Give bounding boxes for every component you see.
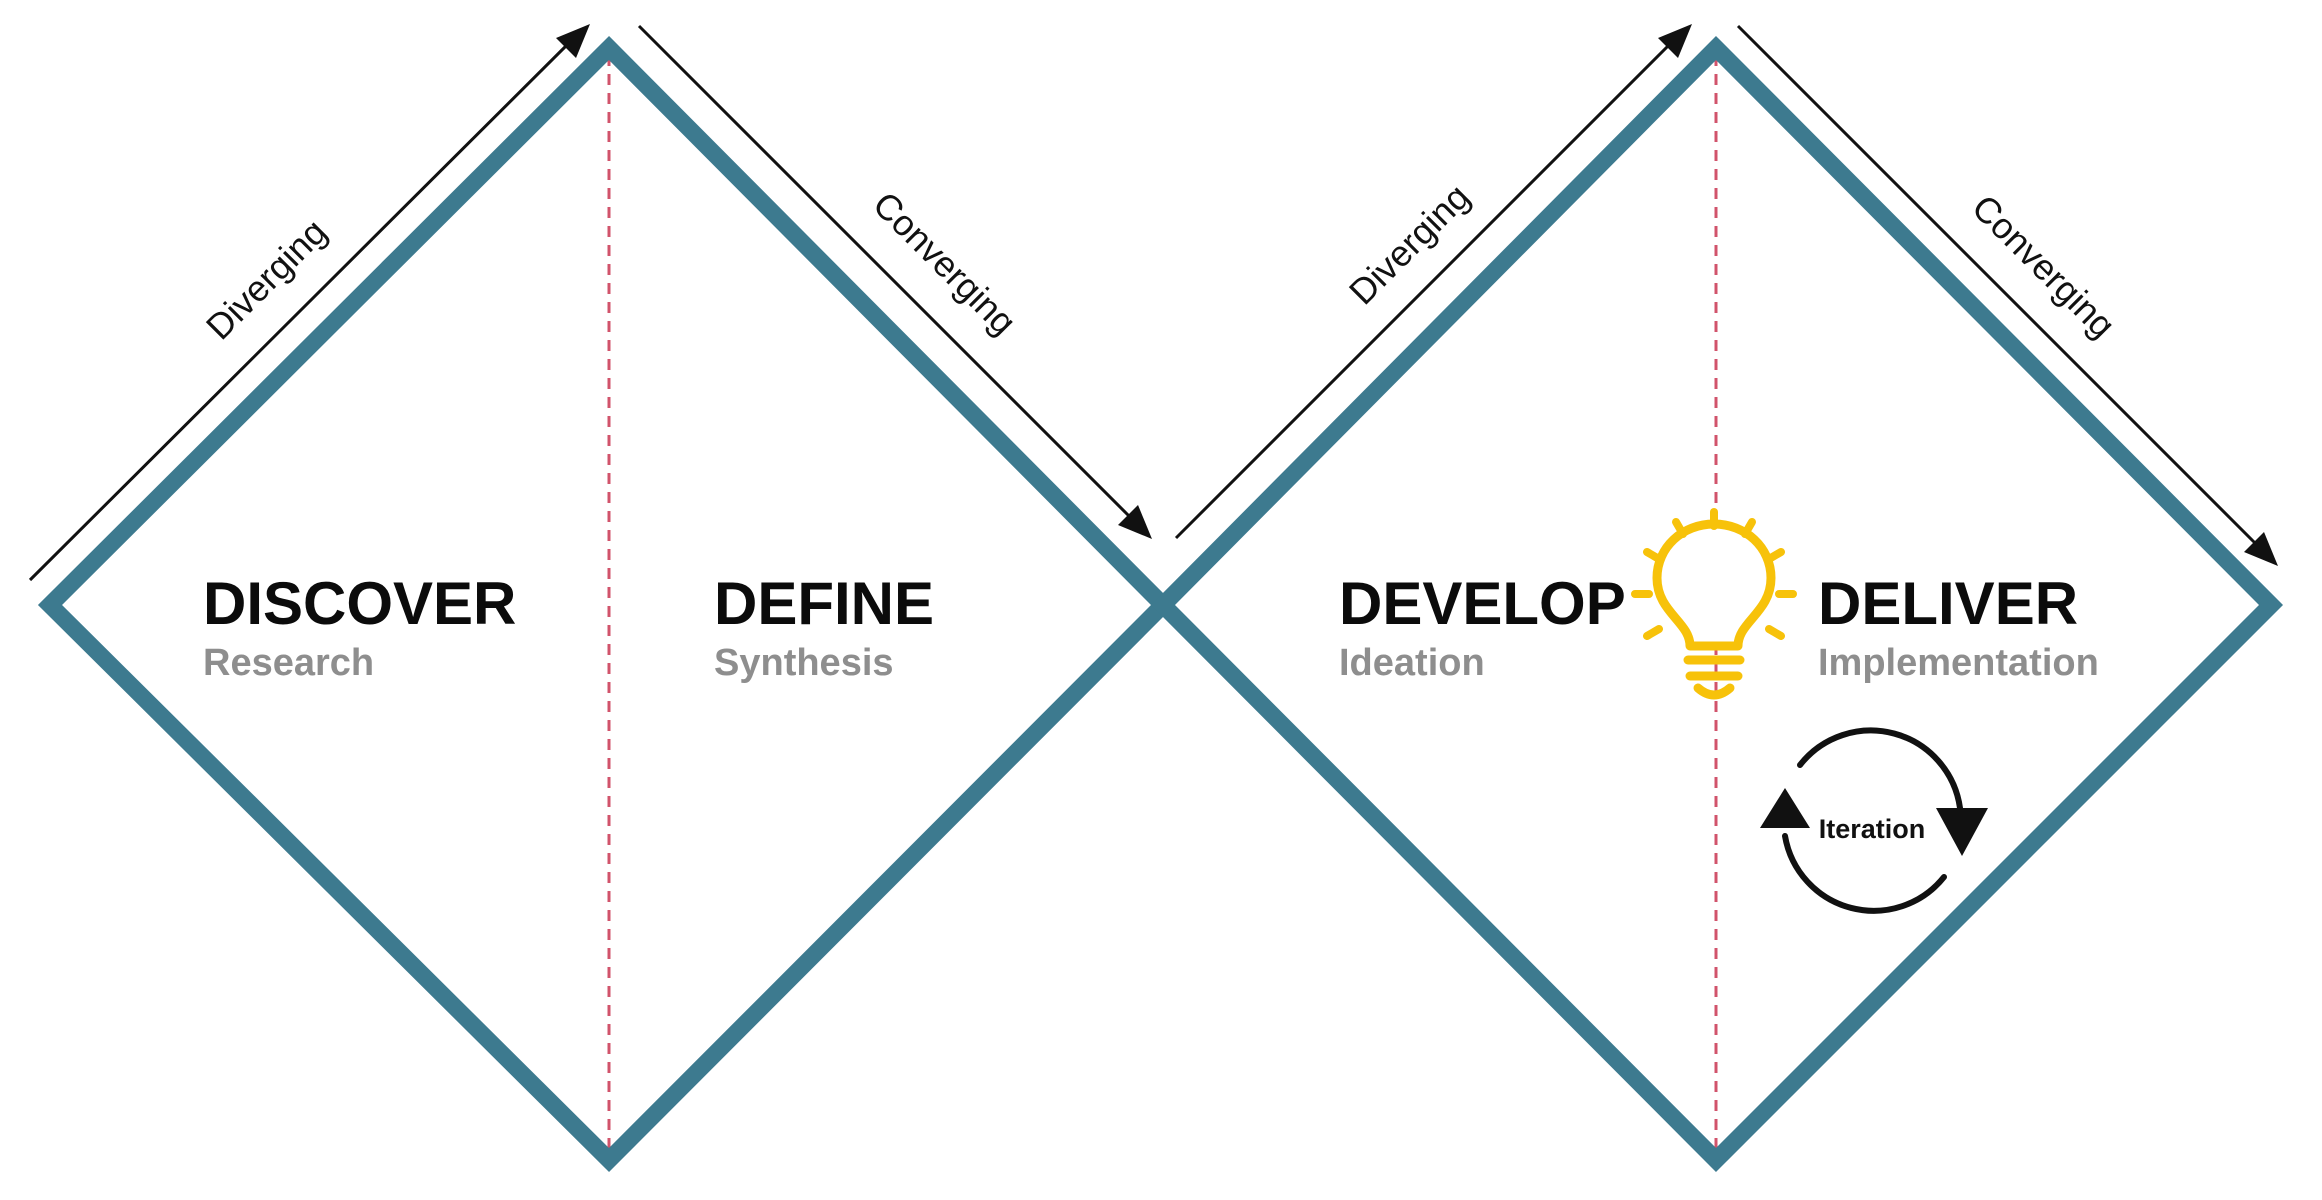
phase-subtitle-ideation: Ideation <box>1339 642 1485 684</box>
diverging-arrow <box>1174 30 1684 540</box>
diverging-arrowhead <box>1658 24 1692 58</box>
phase-title-develop: DEVELOP <box>1339 570 1626 637</box>
lightbulb-rays <box>1631 508 1797 640</box>
converging-arrowhead <box>1118 505 1152 539</box>
converging-arrow <box>1736 24 2268 556</box>
diverging-label: Diverging <box>1341 176 1478 313</box>
phase-title-define: DEFINE <box>714 570 934 637</box>
diamond-develop-deliver: Diverging Converging DEVELOP Ideation DE… <box>1151 24 2284 1173</box>
diamond-discover-define: Diverging Converging DISCOVER Research D… <box>28 24 1175 1173</box>
converging-arrowhead <box>2244 532 2278 566</box>
lightbulb-icon <box>1652 519 1776 700</box>
iteration-label: Iteration <box>1819 814 1926 844</box>
converging-arrow <box>637 24 1142 529</box>
diamond-outline <box>37 35 1175 1173</box>
diverging-arrowhead <box>556 24 590 58</box>
diamond-outline <box>1151 35 2284 1173</box>
diverging-label: Diverging <box>198 211 335 348</box>
phase-subtitle-research: Research <box>203 642 374 684</box>
phase-title-deliver: DELIVER <box>1818 570 2078 637</box>
diverging-arrow <box>28 30 582 582</box>
cycle-arrows-icon <box>1760 727 1988 914</box>
phase-subtitle-implementation: Implementation <box>1818 642 2099 684</box>
phase-title-discover: DISCOVER <box>203 570 516 637</box>
phase-subtitle-synthesis: Synthesis <box>714 642 894 684</box>
